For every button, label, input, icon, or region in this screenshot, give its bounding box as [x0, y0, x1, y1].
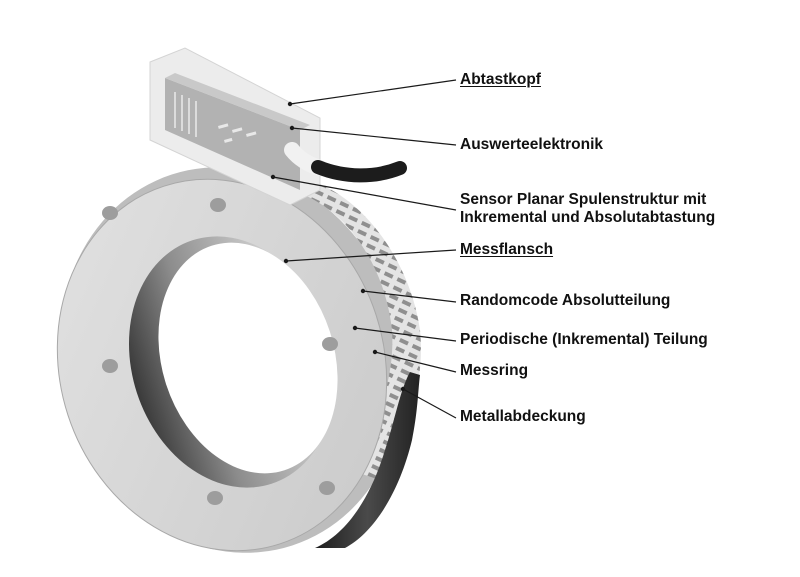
measuring-flange	[56, 178, 388, 552]
label-sensor-line1: Sensor Planar Spulenstruktur mit	[460, 191, 707, 208]
label-abtastkopf: Abtastkopf	[460, 71, 541, 88]
label-auswerteelektronik: Auswerteelektronik	[460, 136, 603, 153]
sensor-head	[149, 47, 321, 206]
label-messring: Messring	[460, 362, 529, 379]
label-metallabdeckung: Metallabdeckung	[460, 408, 586, 425]
metal-cover-band	[315, 372, 420, 548]
label-messflansch: Messflansch	[460, 241, 554, 258]
leader-lines	[270, 79, 457, 419]
label-sensor-line2: Inkremental und Absolutabtastung	[460, 209, 716, 226]
label-randomcode: Randomcode Absolutteilung	[460, 292, 671, 309]
label-periodische: Periodische (Inkremental) Teilung	[460, 331, 708, 348]
cable	[284, 142, 407, 183]
